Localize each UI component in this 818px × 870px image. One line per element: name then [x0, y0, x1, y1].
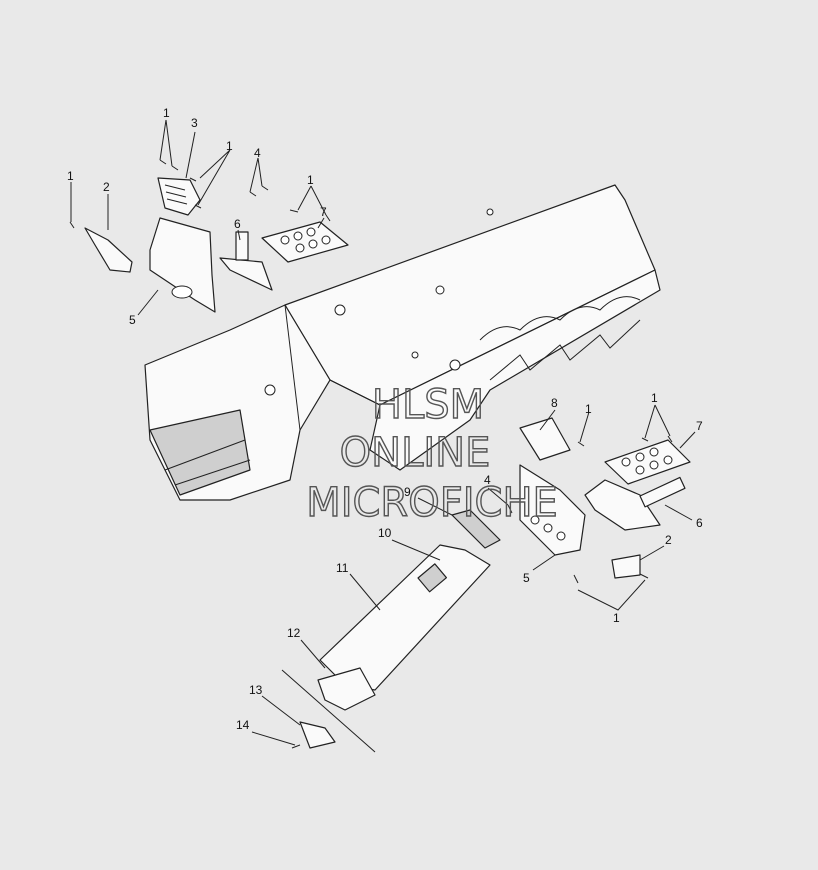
footrest-hole [306, 227, 316, 237]
footrest-hole [635, 452, 645, 462]
tunnel-hole [411, 351, 419, 359]
callout-1: 1 [226, 139, 233, 153]
part-2-plate-left [84, 227, 133, 273]
bolt [573, 573, 649, 584]
tunnel-hole [435, 285, 445, 295]
tunnel-bend [329, 379, 381, 406]
footrest-hole [635, 465, 645, 475]
part-13-plate [299, 721, 336, 749]
callout-14: 14 [236, 718, 250, 732]
callout-6: 6 [234, 217, 241, 231]
callout-1: 1 [67, 169, 74, 183]
part-6-mount-right [584, 476, 686, 531]
bolt [577, 441, 585, 447]
footrest-hole [280, 235, 290, 245]
tunnel-zigzag [489, 319, 641, 381]
callout-10: 10 [378, 526, 392, 540]
chassis-frame [144, 184, 661, 501]
footrest-hole [663, 455, 673, 465]
part-6-tube [639, 476, 686, 508]
callout-7: 7 [696, 419, 703, 433]
watermark: HLSM ONLINE MICROFICHE [305, 381, 558, 526]
callout-1: 1 [585, 402, 592, 416]
part-5-gusset-right [519, 464, 586, 556]
callout-11: 11 [336, 561, 349, 575]
callout-5: 5 [129, 313, 136, 327]
footrest-hole [295, 243, 305, 253]
callout-2: 2 [665, 533, 672, 547]
bulkhead-brace [164, 439, 246, 471]
tunnel-side [369, 269, 661, 471]
callout-9: 9 [404, 485, 411, 499]
bulkhead-brace-2 [174, 459, 251, 486]
tunnel-front-edge [284, 304, 301, 431]
part-5-body [519, 464, 586, 556]
part-6-mount-left [219, 231, 273, 291]
part-2-plate-right [611, 554, 641, 579]
callouts: 1 3 1 4 1 2 1 6 7 5 8 1 1 7 9 4 6 2 10 5… [67, 106, 703, 732]
callout-5: 5 [523, 571, 530, 585]
part-6-body [584, 479, 661, 531]
bulkhead-cavity [149, 409, 251, 496]
tunnel-scallop-edge [479, 296, 641, 341]
callout-6: 6 [696, 516, 703, 530]
tunnel-hole [449, 359, 461, 371]
footrest-hole [649, 447, 659, 457]
bolt [641, 435, 673, 443]
footrest-hole [321, 235, 331, 245]
callout-7: 7 [320, 205, 327, 219]
part-7-body [604, 439, 691, 485]
bolt [69, 221, 75, 229]
part-9-strip [451, 509, 501, 549]
part-5-hole [530, 515, 540, 525]
part-3-body [157, 177, 201, 216]
bolt [289, 209, 331, 222]
callout-2: 2 [103, 180, 110, 194]
part-5-hole [556, 531, 566, 541]
leader-lines [70, 119, 696, 746]
part-8-bracket [519, 417, 571, 461]
tunnel-hole [334, 304, 346, 316]
part-6-body [219, 257, 273, 291]
footrest-hole [308, 239, 318, 249]
part-7-footrest-right [604, 439, 691, 485]
bolt [159, 159, 202, 209]
callout-4: 4 [254, 146, 261, 160]
part-7-body [261, 221, 349, 263]
part-5-body [149, 217, 216, 313]
callout-12: 12 [287, 626, 301, 640]
part-5-hole [543, 523, 553, 533]
callout-3: 3 [191, 116, 198, 130]
callout-8: 8 [551, 396, 558, 410]
watermark-line-3: MICROFICHE [306, 480, 558, 526]
callout-1: 1 [307, 173, 314, 187]
part-5-hole [171, 285, 193, 299]
assembly-guideline [281, 669, 376, 753]
part-6-tube [235, 231, 249, 261]
part-3-bracket [157, 177, 201, 216]
tunnel-hole [264, 384, 276, 396]
callout-1: 1 [651, 391, 658, 405]
footrest-hole [293, 231, 303, 241]
part-7-footrest-left [261, 221, 349, 263]
part-3-ribs [164, 184, 188, 205]
watermark-line-2: ONLINE [340, 430, 491, 476]
watermark-line-1: HLSM [372, 382, 484, 428]
callout-1: 1 [163, 106, 170, 120]
bolt [507, 504, 513, 514]
footrest-hole [621, 457, 631, 467]
callout-4: 4 [484, 473, 491, 487]
bolt [291, 744, 301, 749]
part-12-plate [317, 667, 376, 711]
bolt [249, 185, 269, 197]
footrest-hole [649, 460, 659, 470]
callout-13: 13 [249, 683, 263, 697]
part-5-gusset-left [149, 217, 216, 313]
fasteners [69, 159, 673, 749]
tunnel-hole [486, 208, 494, 216]
callout-1: 1 [613, 611, 620, 625]
part-10-decal [417, 563, 448, 593]
